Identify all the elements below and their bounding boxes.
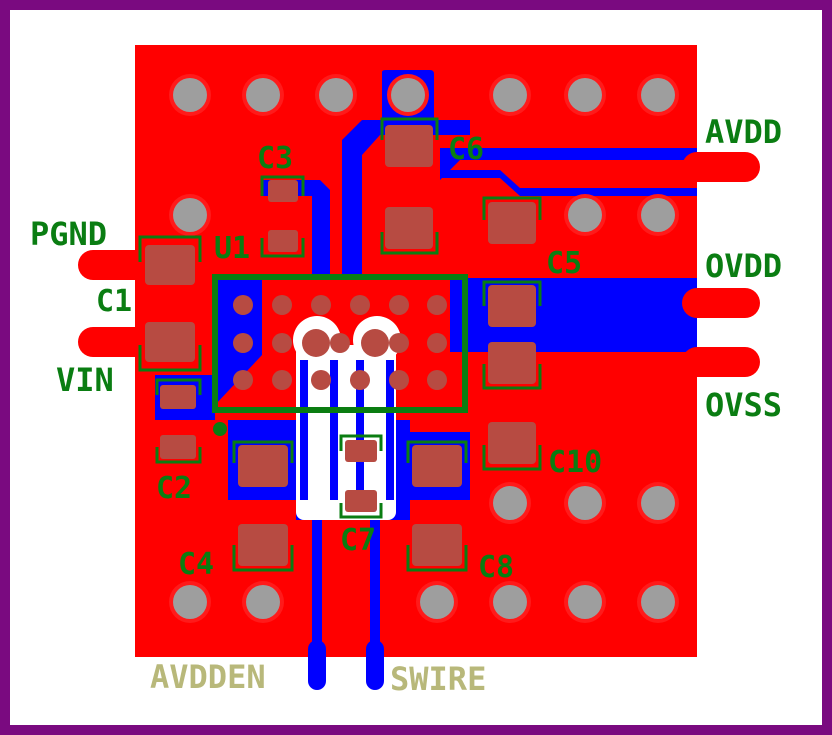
via [387,74,429,116]
u1-bga-balls [233,295,447,390]
via [564,581,606,623]
via [242,581,284,623]
silkscreen-outlines [138,117,542,572]
via [637,194,679,236]
designator-u1: U1 [214,231,250,266]
via [489,482,531,524]
net-label-avdd: AVDD [705,113,782,151]
clearance-traces [300,360,394,500]
via [315,74,357,116]
designator-c7: C7 [340,523,376,558]
designator-c6: C6 [448,132,484,167]
via [169,194,211,236]
designator-c4: C4 [178,547,214,582]
designator-c2: C2 [156,471,192,506]
designator-c3: C3 [257,141,293,176]
net-label-swire: SWIRE [390,660,486,698]
via [169,581,211,623]
via [416,581,458,623]
smd-pads [145,125,536,566]
via [637,482,679,524]
net-label-ovdd: OVDD [705,247,782,285]
external-traces [78,152,760,377]
via [564,74,606,116]
designator-c10: C10 [548,445,602,480]
designator-c5: C5 [546,246,582,281]
net-labels: AVDD OVDD OVSS PGND VIN AVDDEN SWIRE [30,113,782,698]
net-label-ovss: OVSS [705,386,782,424]
via [637,74,679,116]
designator-c1: C1 [96,284,132,319]
vias [169,74,679,623]
designator-c8: C8 [478,550,514,585]
component-designators: U1 C1 C2 C3 C4 C5 C6 C7 C8 C10 [96,132,602,585]
net-label-avdden: AVDDEN [150,658,266,696]
via [169,74,211,116]
u1-pin1-marker [213,422,227,436]
via [489,74,531,116]
via [242,74,284,116]
net-label-vin: VIN [56,361,114,399]
via [564,194,606,236]
net-label-pgnd: PGND [30,215,107,253]
via [489,581,531,623]
via [564,482,606,524]
via [637,581,679,623]
